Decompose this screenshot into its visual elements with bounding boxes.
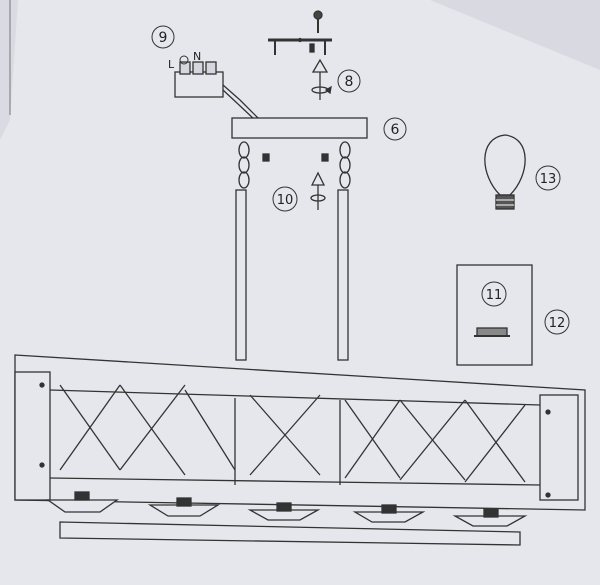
earth-mark-icon	[179, 55, 189, 65]
rotate-arrow-icon	[311, 58, 332, 100]
svg-text:9: 9	[159, 30, 168, 46]
svg-text:11: 11	[486, 288, 503, 303]
bottom-bar-icon	[59, 521, 521, 546]
neutral-mark: N	[193, 50, 201, 63]
rotate-arrow-icon	[310, 171, 326, 210]
svg-text:13: 13	[540, 172, 557, 187]
callout-8: 8	[337, 69, 361, 93]
chandelier-frame-icon	[14, 354, 586, 511]
callout-11: 11	[481, 281, 507, 307]
paper-edge-shadow	[0, 0, 18, 140]
live-mark: L	[168, 58, 175, 71]
svg-text:10: 10	[277, 193, 294, 208]
light-bulb-icon	[484, 134, 526, 210]
suspension-rod-icon	[235, 189, 349, 361]
mounting-screw-icon	[313, 10, 323, 33]
bulb-box-icon	[456, 264, 533, 366]
callout-13: 13	[535, 165, 561, 191]
callout-6: 6	[383, 117, 407, 141]
chain-icon	[238, 141, 351, 189]
terminal-block-icon	[174, 61, 259, 121]
svg-text:12: 12	[549, 316, 566, 331]
ceiling-bracket-icon	[268, 37, 332, 55]
callout-9: 9	[151, 25, 175, 49]
svg-text:8: 8	[345, 74, 354, 90]
paper-fold-shadow	[430, 0, 600, 70]
canopy-plate-icon	[231, 117, 368, 139]
lamp-holder-icon	[45, 491, 528, 527]
svg-text:6: 6	[391, 122, 400, 138]
callout-10: 10	[272, 186, 298, 212]
callout-12: 12	[544, 309, 570, 335]
connector-part-icon	[474, 327, 510, 337]
